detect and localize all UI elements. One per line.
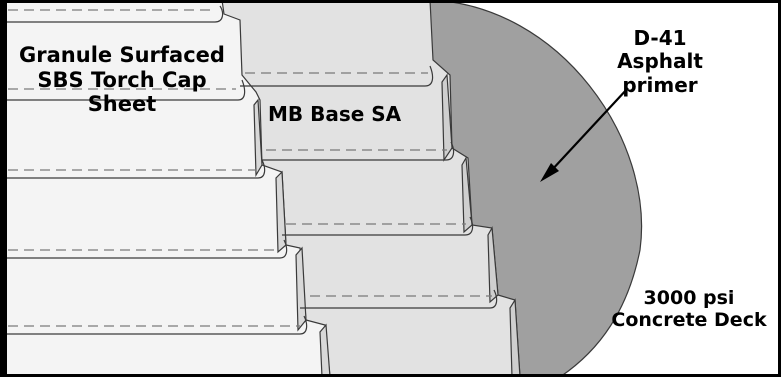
primer-label-line-1: D-41 xyxy=(633,26,687,50)
lap-curls xyxy=(0,5,498,335)
concrete-deck-label-line-2: Concrete Deck xyxy=(611,309,767,332)
cap-sheet-label-line-3: Sheet xyxy=(87,92,157,117)
cap-sheet-label-line-2: SBS Torch Cap xyxy=(37,67,207,92)
cap-sheet-label: Granule Surfaced SBS Torch Cap Sheet xyxy=(2,43,242,117)
concrete-deck-label-line-1: 3000 psi xyxy=(643,287,735,309)
primer-leader-arrow xyxy=(540,87,629,182)
primer-label: D-41 Asphalt primer xyxy=(605,26,715,97)
cap-sheet-edges xyxy=(253,98,331,377)
primer-label-line-3: primer xyxy=(622,72,698,97)
frame-left xyxy=(0,0,7,377)
lap-dashed-lines xyxy=(8,9,492,327)
frame-bottom xyxy=(0,374,781,377)
cap-sheet-label-line-1: Granule Surfaced xyxy=(19,43,225,67)
frame-right xyxy=(778,0,781,377)
frame-top xyxy=(0,0,781,3)
base-sheet-edges xyxy=(441,73,521,377)
primer-label-line-2: Asphalt xyxy=(617,49,703,74)
base-sheet-label: MB Base SA xyxy=(268,102,402,126)
concrete-deck-label: 3000 psi Concrete Deck xyxy=(600,287,778,331)
